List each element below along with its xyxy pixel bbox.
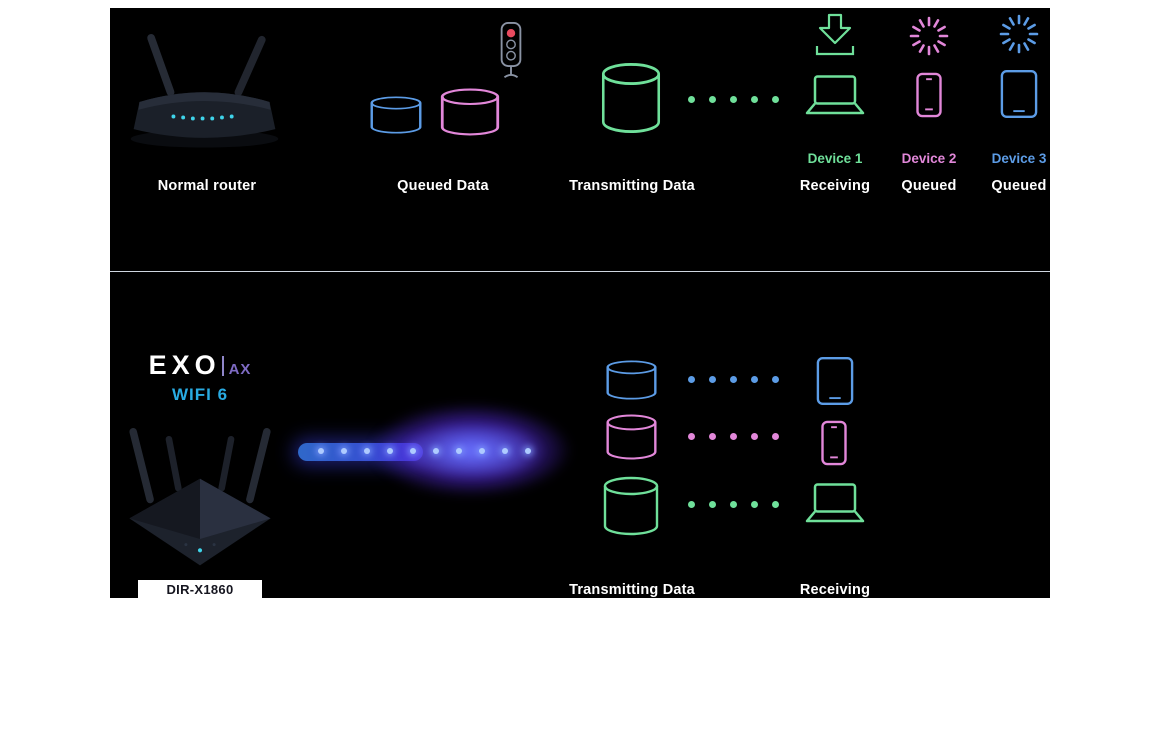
laptop-icon: [803, 74, 867, 118]
device3-status: Queued: [991, 178, 1047, 194]
receiving-label-bottom: Receiving: [799, 582, 871, 598]
router-icon: [130, 34, 279, 148]
beam-data-dots: [318, 448, 531, 454]
normal-router-row: Normal router: [110, 8, 1050, 598]
transmitting-data-label-bottom: Transmitting Data: [569, 582, 695, 598]
data-flow-dots-green: [688, 501, 779, 508]
device1-status: Receiving: [799, 178, 871, 194]
database-cylinder-icon: [606, 360, 657, 400]
queued-data-label: Queued Data: [397, 178, 489, 194]
exo-logo-suffix: AX: [228, 361, 252, 378]
tablet-icon: [1000, 68, 1038, 120]
beam-core-glow: [400, 423, 545, 479]
transmitting-cylinder-pink: [604, 414, 659, 460]
router-comparison-diagram: Normal router: [110, 8, 1050, 600]
spinner-icon: [909, 16, 949, 56]
database-cylinder-icon: [370, 96, 422, 134]
traffic-light-icon: [496, 20, 526, 82]
transmitting-cylinder-green: [599, 62, 663, 134]
queued-data-cylinder-blue: [368, 96, 424, 134]
router-model-label: DIR-X1860: [138, 580, 262, 600]
transmitting-cylinder-green-2: [601, 476, 661, 536]
normal-router-image: [122, 30, 287, 170]
wifi6-router-row: EXO AX WIFI 6 DIR-X1860: [110, 8, 1050, 600]
normal-router-label: Normal router: [157, 178, 257, 194]
data-flow-dots-green: [688, 96, 779, 103]
database-cylinder-icon: [440, 88, 500, 136]
transmitting-data-label-top: Transmitting Data: [569, 178, 695, 194]
exo-logo-text: EXO: [148, 350, 221, 380]
data-flow-dots-pink: [688, 433, 779, 440]
database-cylinder-icon: [606, 414, 657, 460]
database-cylinder-icon: [601, 62, 661, 134]
exo-logo: EXO AX: [130, 350, 270, 381]
data-flow-dots-blue: [688, 376, 779, 383]
laptop-icon: [803, 482, 867, 526]
transmitting-cylinder-blue: [604, 360, 659, 400]
download-icon: [812, 12, 858, 58]
database-cylinder-icon: [603, 476, 659, 536]
section-divider: [110, 271, 1050, 272]
wifi-signal-beam: [298, 403, 572, 497]
device2-status: Queued: [901, 178, 957, 194]
wifi6-router-image: [120, 422, 280, 577]
exo-logo-divider: [221, 356, 224, 376]
device3-name: Device 3: [991, 151, 1047, 166]
wifi6-label: WIFI 6: [171, 385, 229, 404]
phone-icon: [915, 72, 943, 118]
tablet-icon: [816, 355, 854, 407]
device2-name: Device 2: [901, 151, 957, 166]
spinner-icon: [999, 14, 1039, 54]
phone-icon: [820, 420, 848, 466]
queued-data-cylinder-pink: [438, 88, 502, 136]
router-icon: [129, 427, 271, 566]
device1-name: Device 1: [807, 151, 863, 166]
